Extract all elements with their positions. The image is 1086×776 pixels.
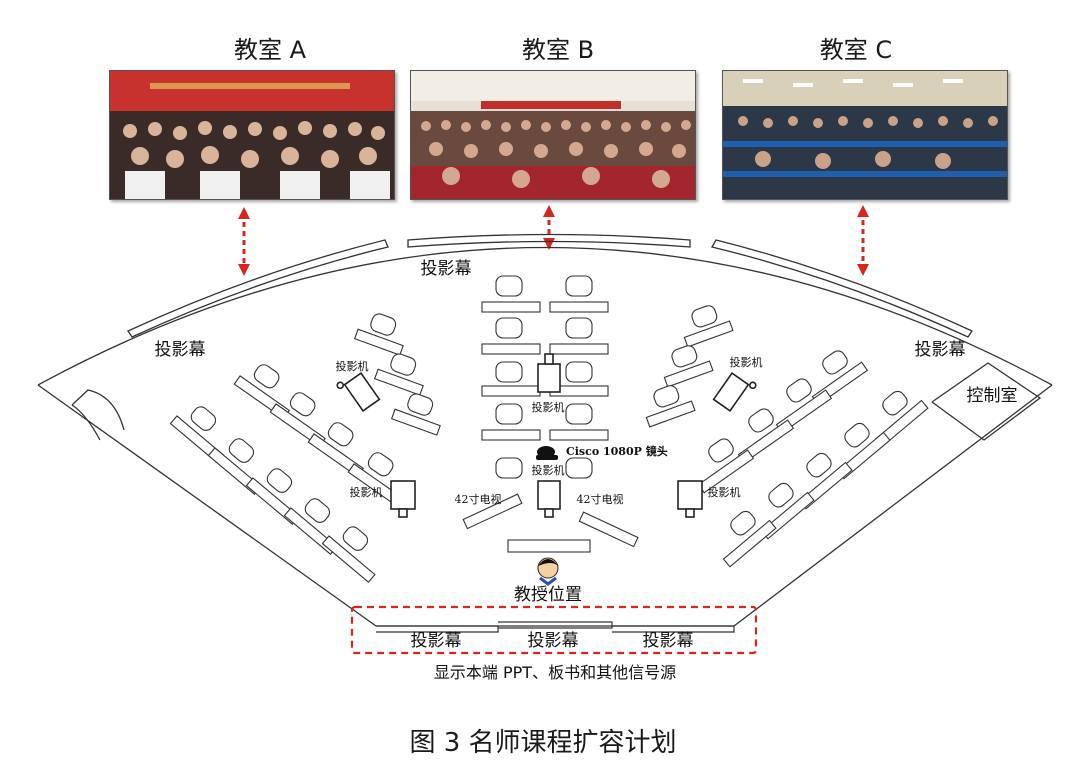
figure-caption: 图 3 名师课程扩容计划	[409, 728, 677, 758]
front-screens	[376, 621, 735, 633]
room-c-photo	[722, 70, 1008, 200]
left-screen-label: 投影幕	[155, 340, 206, 360]
room-b-label: 教室 B	[521, 36, 595, 64]
teacher-label: 教授位置	[514, 585, 582, 605]
projector-label-center-top: 投影机	[532, 400, 565, 414]
room-outline	[37, 233, 1053, 627]
front-screen-label-3: 投影幕	[643, 631, 694, 651]
room-c-label: 教室 C	[819, 36, 893, 64]
control-room-label: 控制室	[967, 386, 1018, 406]
projector-icon	[336, 353, 757, 518]
right-screen-label: 投影幕	[915, 340, 966, 360]
center-seating	[481, 275, 609, 553]
top-screen-label: 投影幕	[421, 259, 472, 279]
tv-label-right: 42寸电视	[577, 492, 624, 506]
front-caption: 显示本端 PPT、板书和其他信号源	[434, 663, 676, 682]
teacher-icon	[537, 557, 559, 586]
tv-label-left: 42寸电视	[455, 492, 502, 506]
front-screen-label-1: 投影幕	[411, 631, 462, 651]
camera-icon	[536, 446, 558, 460]
camera-label: Cisco 1080P 镜头	[566, 444, 668, 458]
front-highlight-box	[350, 605, 758, 655]
projector-label-left-bottom: 投影机	[350, 485, 383, 499]
room-a-label: 教室 A	[233, 36, 307, 64]
projector-label-center-bottom: 投影机	[532, 463, 565, 477]
projector-label-right-top: 投影机	[730, 355, 763, 369]
floor-plan: 投影幕 投影幕 投影幕 控制室 投影机 投影机 投影机 投影机 投影机 投影机 …	[37, 205, 1053, 682]
left-seating	[169, 313, 523, 583]
right-seating	[578, 305, 929, 568]
projector-label-left-top: 投影机	[336, 359, 369, 373]
projector-label-right-bottom: 投影机	[708, 485, 741, 499]
front-screen-label-2: 投影幕	[528, 631, 579, 651]
room-b-photo	[410, 70, 696, 200]
room-a-photo	[109, 70, 395, 200]
